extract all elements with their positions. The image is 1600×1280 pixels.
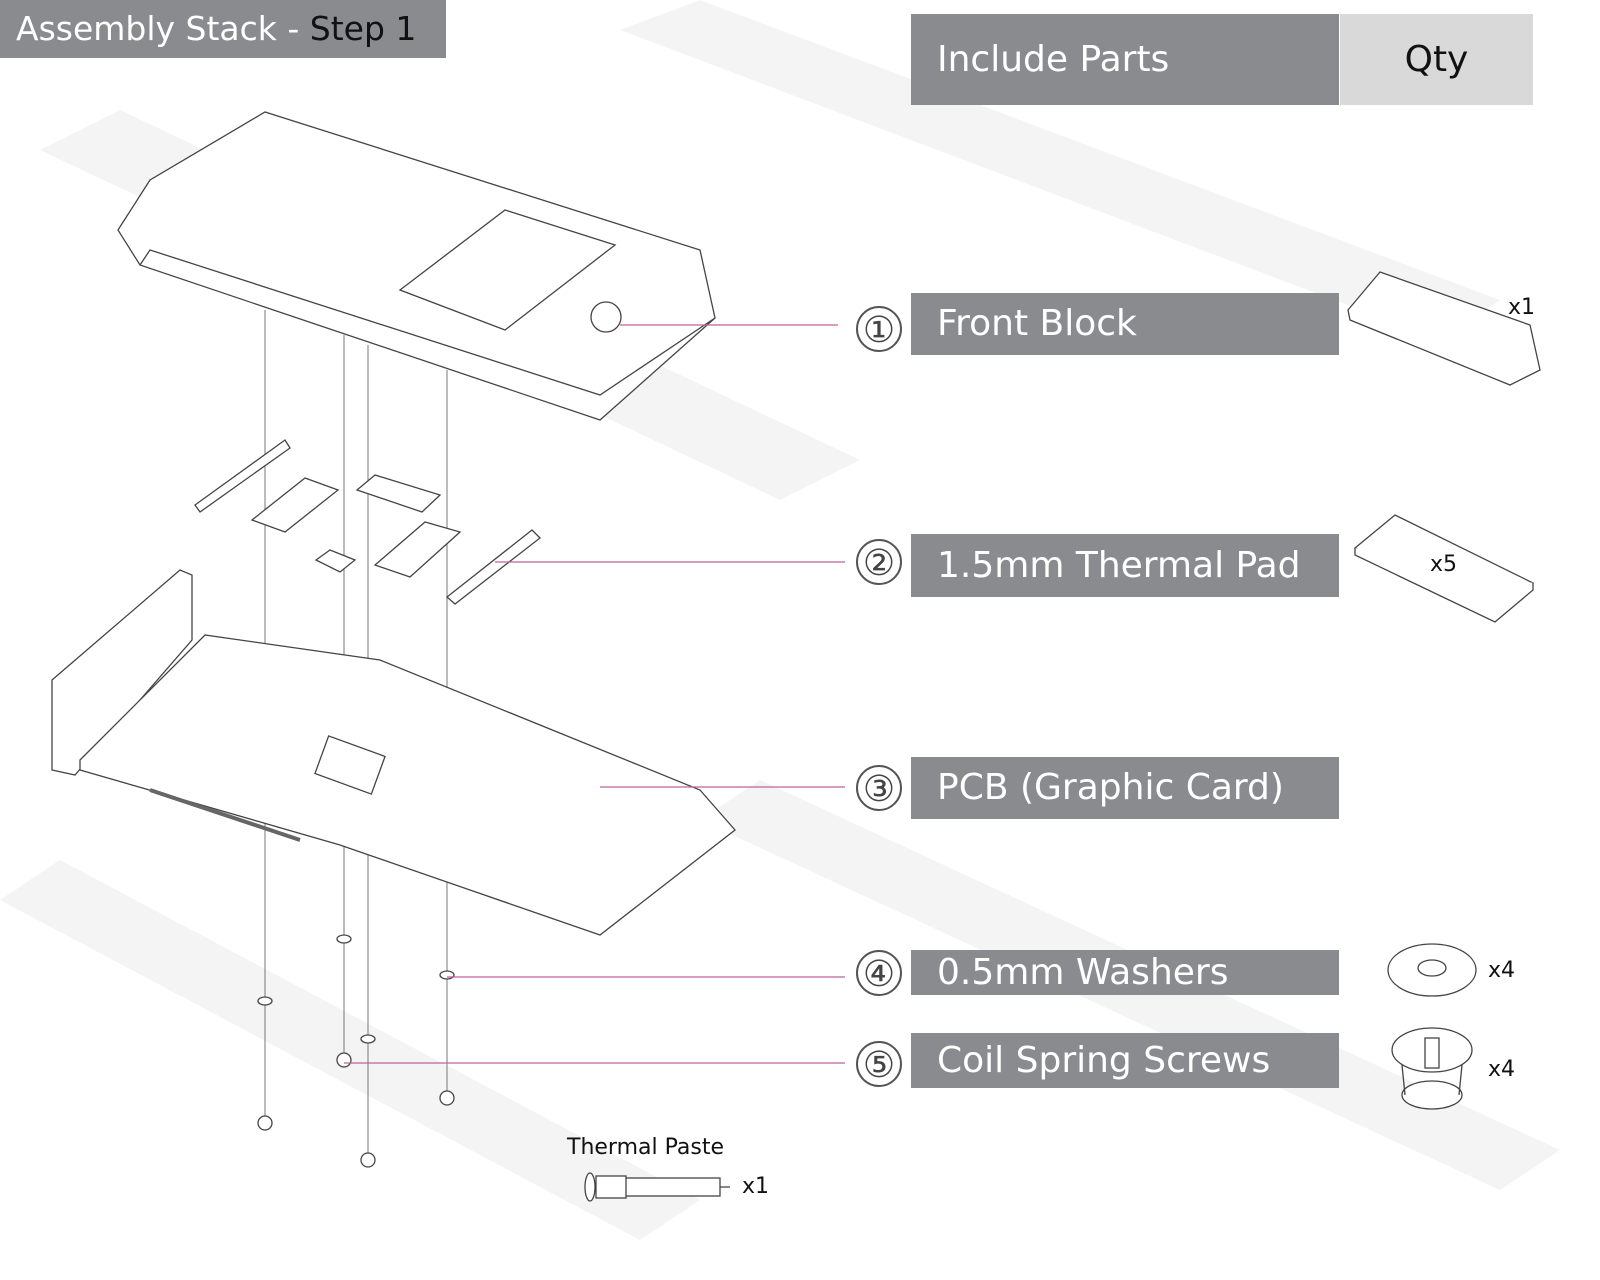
coil-spring-screw-icon (1391, 1027, 1473, 1110)
part-number-3: ③ (856, 765, 902, 811)
pcb-drawing (51, 569, 736, 936)
title-prefix: Assembly Stack - (16, 9, 310, 48)
thermal-paste-qty: x1 (742, 1174, 770, 1199)
qty-coil-spring-screws: x4 (1488, 1057, 1516, 1082)
thermal-pads-drawing (194, 439, 541, 605)
title-step: Step 1 (309, 9, 417, 48)
part-label-coil-spring-screws: Coil Spring Screws (911, 1033, 1339, 1088)
part-label-thermal-pad: 1.5mm Thermal Pad (911, 534, 1339, 597)
thermal-paste-label: Thermal Paste (567, 1135, 724, 1160)
thermal-pad-icon (1353, 514, 1535, 623)
part-label-front-block: Front Block (911, 293, 1339, 355)
qty-washers: x4 (1488, 958, 1516, 983)
washer-icon (1387, 943, 1477, 997)
front-block-drawing (117, 111, 716, 421)
part-number-4: ④ (856, 950, 902, 996)
part-number-5: ⑤ (856, 1041, 902, 1087)
thermal-paste-icon (584, 1172, 730, 1202)
qty-front-block: x1 (1508, 295, 1536, 320)
page-title: Assembly Stack - Step 1 (0, 0, 446, 58)
part-label-washers: 0.5mm Washers (911, 950, 1339, 995)
part-label-pcb: PCB (Graphic Card) (911, 757, 1339, 819)
front-block-icon (1347, 271, 1541, 386)
part-number-2: ② (856, 539, 902, 585)
part-number-1: ① (856, 306, 902, 352)
include-parts-header: Include Parts (911, 14, 1339, 105)
qty-header: Qty (1340, 14, 1533, 105)
qty-thermal-pad: x5 (1430, 552, 1458, 577)
